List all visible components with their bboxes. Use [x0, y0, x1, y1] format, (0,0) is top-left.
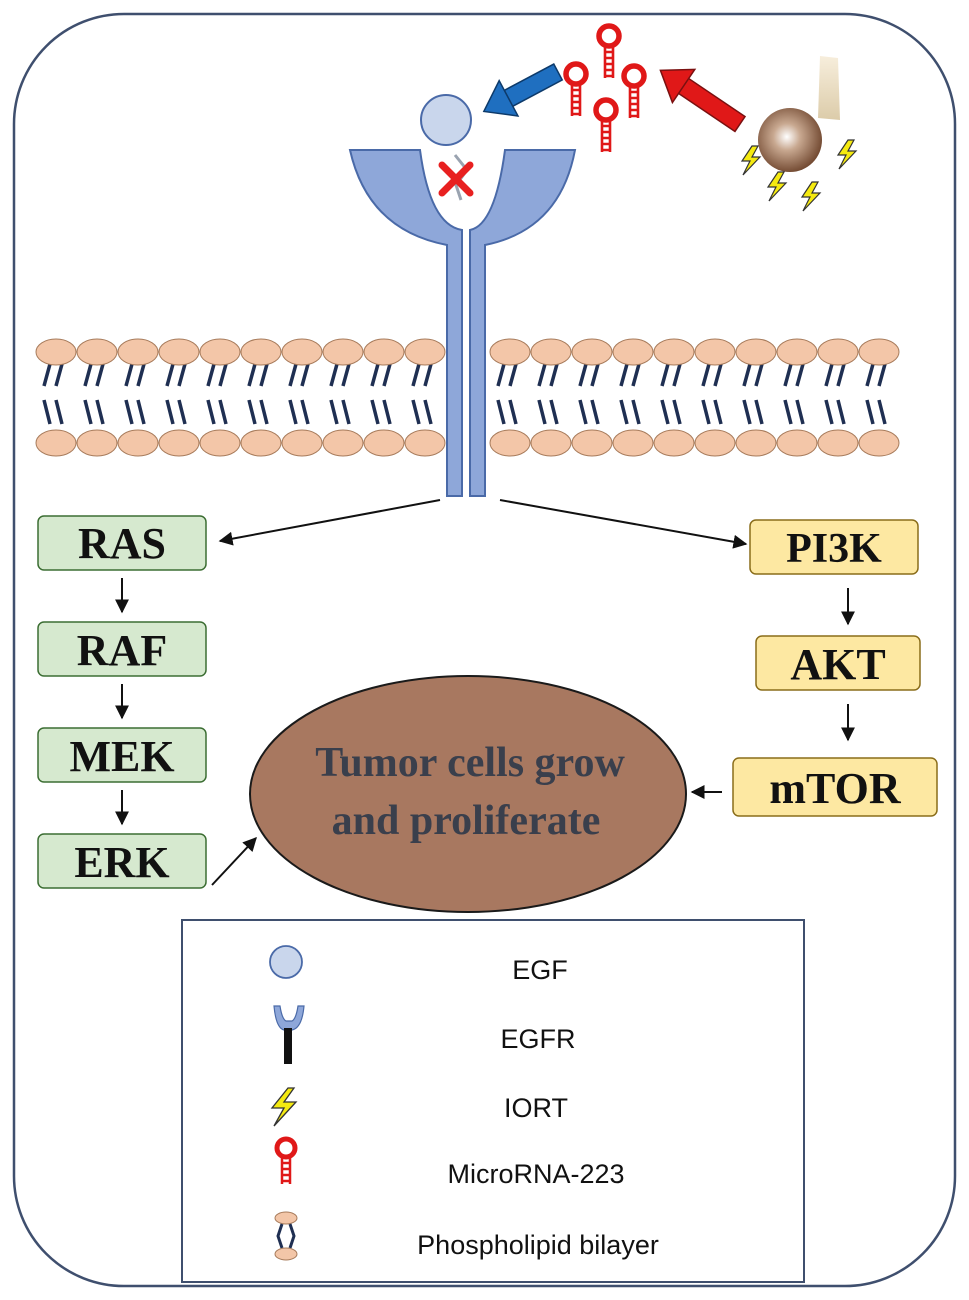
lightning-bolt-icon: [800, 181, 822, 212]
lipid-pair: [735, 338, 777, 457]
egfr-receptor: [348, 149, 577, 497]
microrna-hairpin: [593, 97, 619, 152]
lipid-pair: [363, 338, 405, 457]
raf-box: RAF: [37, 621, 207, 677]
arrow-erk-tumor: [211, 836, 257, 886]
egfr-icon: [273, 1005, 305, 1064]
erk-label: ERK: [74, 838, 169, 887]
ras-box: RAS: [37, 515, 207, 571]
legend-egf-label: EGF: [512, 955, 568, 985]
tumor-outcome: Tumor cells grow and proliferate: [249, 675, 687, 913]
lightning-bolt-icon: [836, 139, 858, 170]
lipid-pair: [489, 338, 531, 457]
legend-phospholipid-label: Phospholipid bilayer: [417, 1230, 659, 1260]
microrna-223-cluster: [563, 23, 647, 152]
lipid-pair: [817, 338, 859, 457]
pi3k-box: PI3K: [749, 519, 919, 575]
blue-arrow-icon: [482, 63, 564, 117]
phospholipid-bilayer: [35, 338, 900, 457]
lipid-pair: [240, 338, 282, 457]
erk-box: ERK: [37, 833, 207, 889]
lipid-pair: [571, 338, 613, 457]
arrow-to-pi3k: [499, 499, 748, 549]
lipid-pair: [158, 338, 200, 457]
mek-box: MEK: [37, 727, 207, 783]
blocked-binding-icon: [438, 154, 474, 201]
lipid-pair: [35, 338, 77, 457]
akt-label: AKT: [790, 640, 885, 689]
microrna-hairpin: [621, 63, 647, 118]
lipid-pair: [858, 338, 900, 457]
lipid-pair: [530, 338, 572, 457]
ras-label: RAS: [78, 519, 166, 568]
microrna-hairpin: [563, 61, 589, 116]
lipid-pair: [776, 338, 818, 457]
arrow-to-ras: [218, 499, 441, 546]
microrna-hairpin: [596, 23, 622, 78]
tumor-line-2: and proliferate: [332, 798, 601, 844]
microrna-icon: [274, 1136, 298, 1184]
iort-source-icon: [758, 56, 840, 172]
lipid-pair: [694, 338, 736, 457]
pi3k-label: PI3K: [786, 526, 882, 572]
red-arrow-icon: [659, 68, 747, 133]
lipid-pair: [199, 338, 241, 457]
tumor-line-1: Tumor cells grow: [315, 740, 625, 786]
lipid-pair: [117, 338, 159, 457]
legend-egfr-label: EGFR: [500, 1024, 575, 1054]
lightning-bolt-icon: [766, 171, 788, 202]
raf-label: RAF: [77, 626, 167, 675]
legend: EGF EGFR IORT MicroRNA-223 Phospholipid …: [181, 919, 805, 1283]
lipid-pair: [322, 338, 364, 457]
lightning-bolt-icon: [740, 145, 762, 176]
lipid-pair: [653, 338, 695, 457]
egf-icon: [269, 945, 303, 979]
mek-label: MEK: [69, 732, 174, 781]
iort-lightning-icon: [270, 1087, 298, 1127]
legend-iort-label: IORT: [504, 1093, 568, 1123]
legend-microrna-label: MicroRNA-223: [447, 1159, 624, 1189]
iort-lightning-cluster: [740, 139, 858, 212]
lipid-pair: [76, 338, 118, 457]
lipid-pair: [404, 338, 446, 457]
mtor-box: mTOR: [732, 757, 938, 817]
phospholipid-icon: [274, 1211, 298, 1261]
egf-ligand: [420, 94, 472, 146]
akt-box: AKT: [755, 635, 921, 691]
lipid-pair: [612, 338, 654, 457]
lipid-pair: [281, 338, 323, 457]
mtor-label: mTOR: [769, 764, 901, 813]
